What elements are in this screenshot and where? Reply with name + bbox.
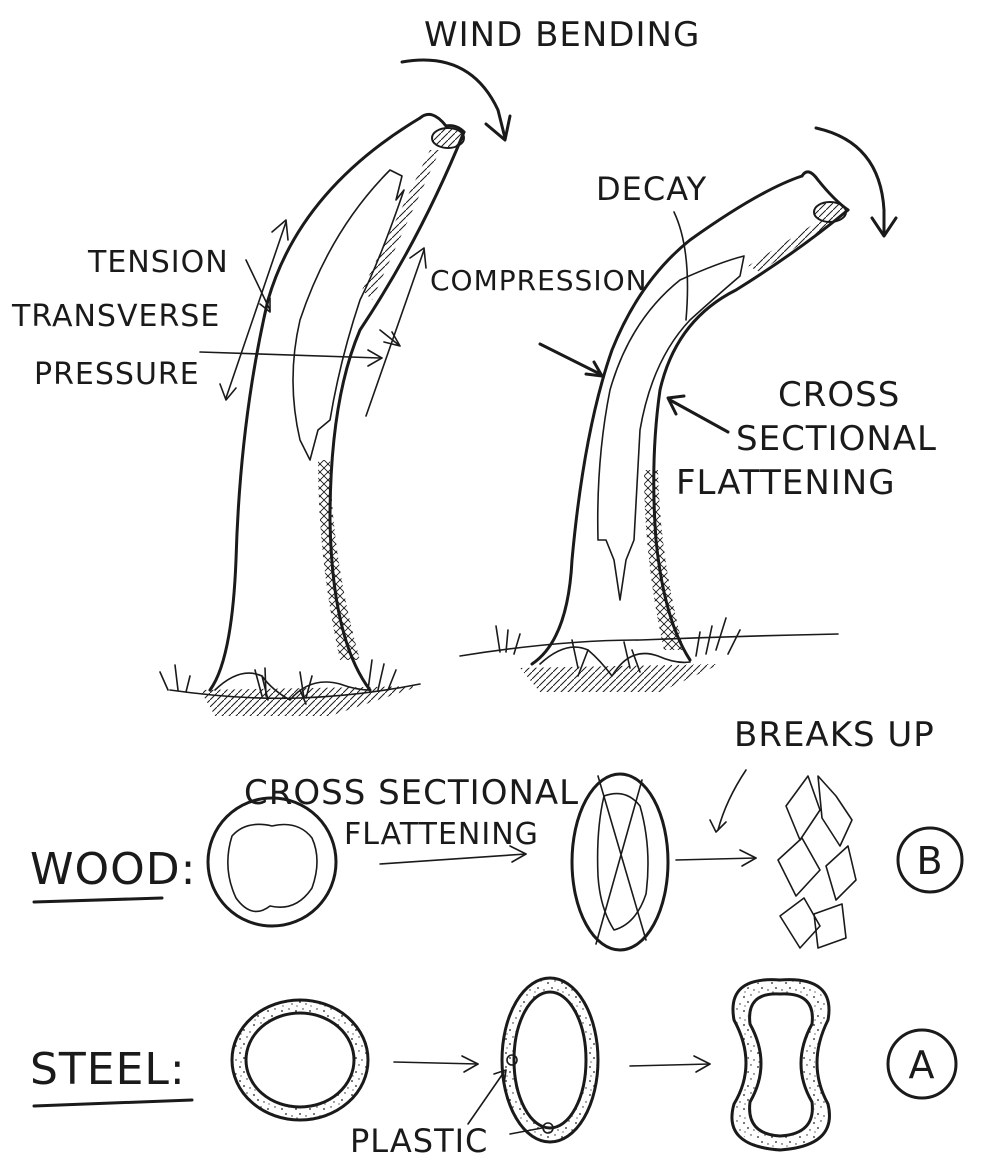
steel-underline — [34, 1100, 192, 1106]
wood-broken-pieces — [778, 776, 856, 948]
label-flattening-wood: FLATTENING — [344, 817, 539, 852]
label-cross-sectional-wood: CROSS SECTIONAL — [244, 773, 579, 813]
flattening-arrow-right — [668, 396, 728, 432]
label-cross-right: CROSS — [778, 375, 900, 415]
label-compression: COMPRESSION — [430, 264, 648, 297]
breaks-up-pointer — [718, 770, 746, 830]
label-pressure: PRESSURE — [34, 357, 200, 392]
label-plastic: PLASTIC — [350, 1122, 488, 1160]
label-marker-b: B — [916, 839, 943, 883]
label-decay: DECAY — [596, 170, 707, 208]
label-wood: WOOD: — [30, 844, 196, 895]
decay-pointer — [674, 212, 688, 320]
label-breaks-up: BREAKS UP — [734, 715, 935, 755]
label-flattening-right: FLATTENING — [676, 463, 896, 503]
compression-arrow-right — [540, 344, 602, 376]
label-wind-bending: WIND BENDING — [424, 15, 700, 55]
label-tension: TENSION — [87, 245, 229, 280]
plastic-pointer-1 — [468, 1072, 504, 1124]
wood-flattened-section — [572, 774, 668, 950]
wood-underline — [34, 898, 162, 902]
label-steel: STEEL: — [30, 1044, 186, 1095]
label-sectional-right: SECTIONAL — [736, 419, 937, 459]
steel-round-section — [232, 1000, 368, 1120]
left-tree — [160, 114, 464, 716]
label-transverse: TRANSVERSE — [11, 299, 220, 334]
label-marker-a: A — [909, 1043, 936, 1087]
